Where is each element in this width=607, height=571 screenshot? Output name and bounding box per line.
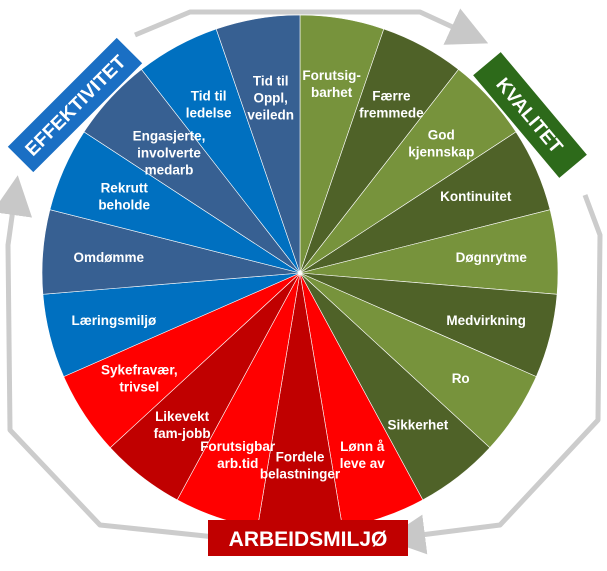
segment-label: Omdømme (73, 250, 144, 265)
segment-label: Sikkerhet (388, 418, 449, 433)
arbeidsmiljo-label: ARBEIDSMILJØ (229, 528, 388, 551)
arrow-top (134, 8, 489, 45)
segment-label: Sykefravær,trivsel (101, 363, 178, 395)
segment-label: Ro (452, 371, 470, 386)
segment-label: Døgnrytme (456, 250, 528, 265)
arrow-right (385, 194, 603, 555)
wheel-segments (41, 14, 559, 532)
arrow-left (0, 175, 216, 540)
segment-label: Medvirkning (446, 313, 526, 328)
segment-label: Forutsig-barhet (302, 68, 361, 100)
cycle-arrows (0, 8, 603, 555)
segment-label: Læringsmiljø (72, 313, 158, 328)
segment-label: Kontinuitet (440, 189, 512, 204)
arbeidsmiljo-box: ARBEIDSMILJØ (208, 520, 408, 556)
wheel-segment (215, 14, 301, 274)
